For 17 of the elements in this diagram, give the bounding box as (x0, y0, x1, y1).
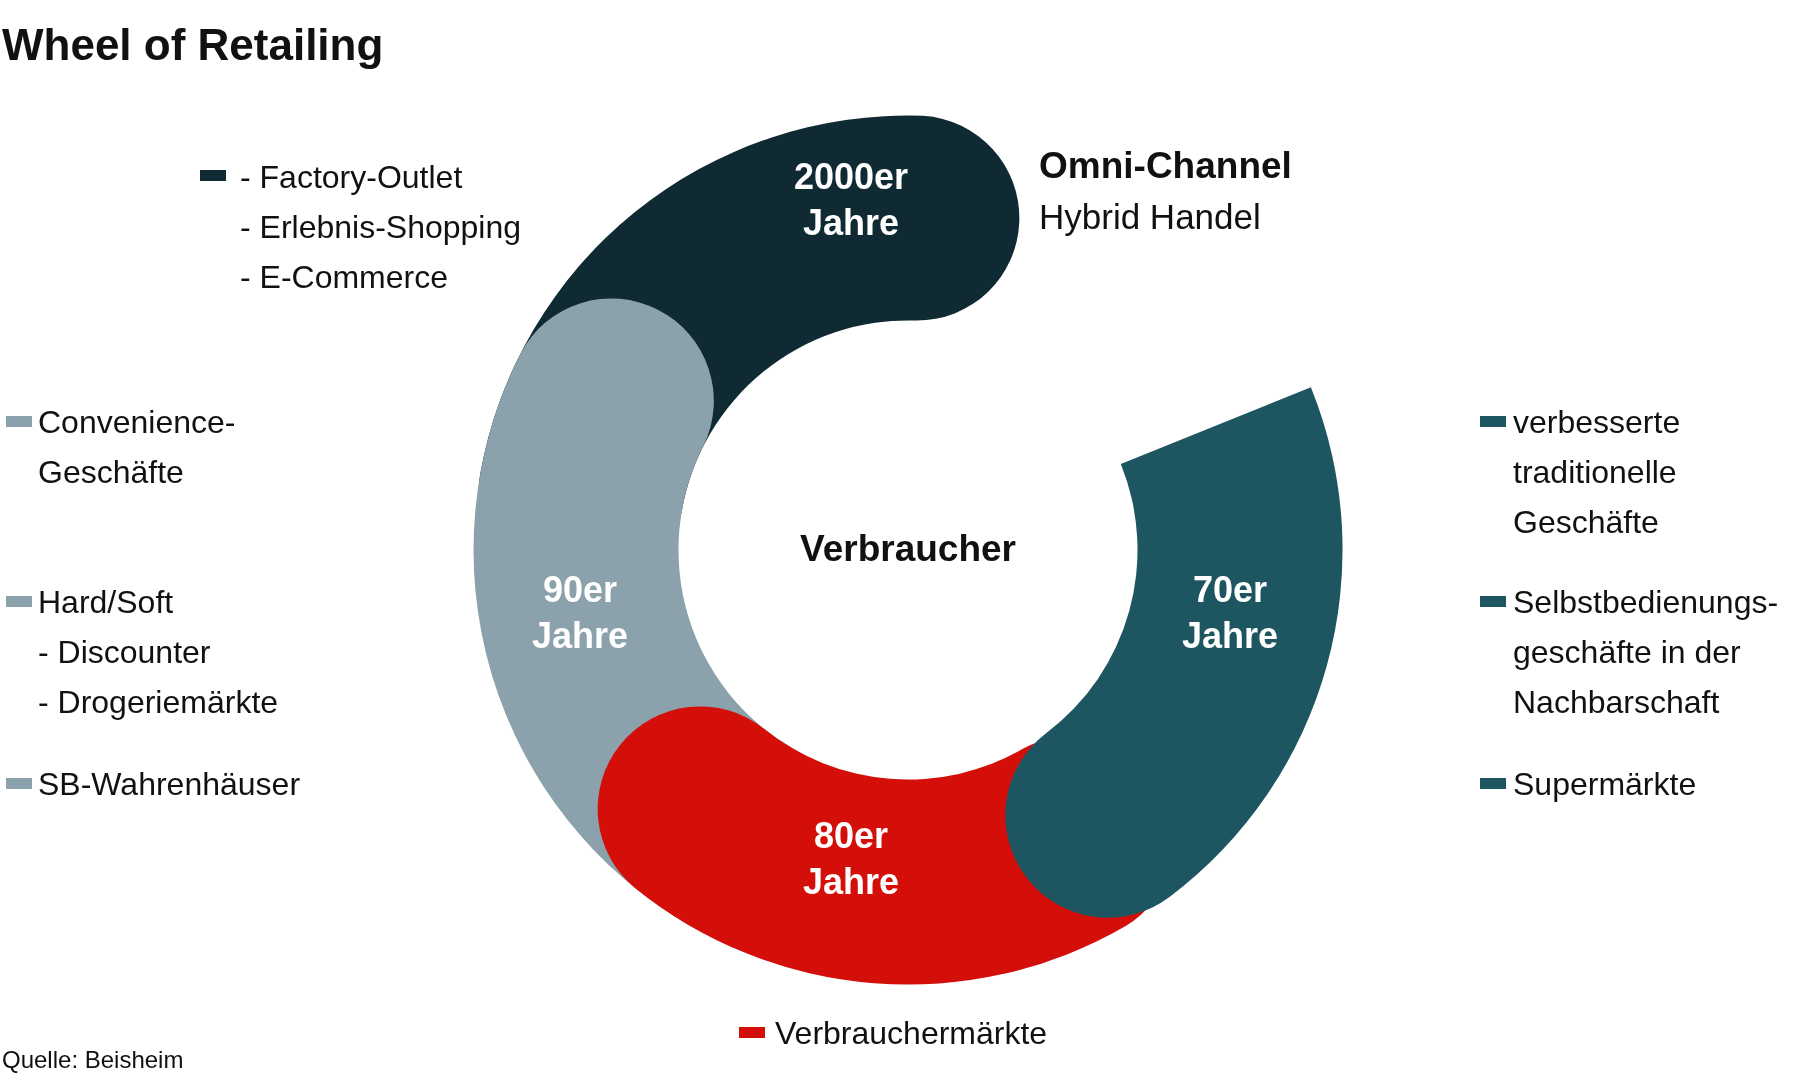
subheading: Hybrid Handel (1039, 197, 1261, 237)
title: Wheel of Retailing (2, 20, 384, 70)
segment-label: 80er Jahre (801, 814, 901, 904)
heading: Omni-Channel (1039, 145, 1292, 187)
legend-text: verbesserte traditionelle Geschäfte (1513, 403, 1682, 542)
legend-text: Verbrauchermärkte (775, 1014, 1049, 1053)
legend-text: SB-Wahrenhäuser (38, 765, 302, 804)
legend-text: - Factory-Outlet - Erlebnis-Shopping - E-Commerce (240, 158, 523, 297)
segment-label: 70er Jahre (1180, 568, 1280, 658)
legend-text: Convenience- Geschäfte (38, 403, 237, 492)
segment-label: 2000er Jahre (792, 155, 910, 245)
segment-label: 90er Jahre (530, 568, 630, 658)
legend-text: Hard/Soft - Discounter - Drogeriemärkte (38, 583, 280, 722)
legend-text: Supermärkte (1513, 765, 1698, 804)
center-label: Verbraucher (800, 528, 1016, 570)
legend-text: Selbstbedienungs- geschäfte in der Nachbarschaft (1513, 583, 1780, 722)
source-note: Quelle: Beisheim (2, 1046, 184, 1074)
